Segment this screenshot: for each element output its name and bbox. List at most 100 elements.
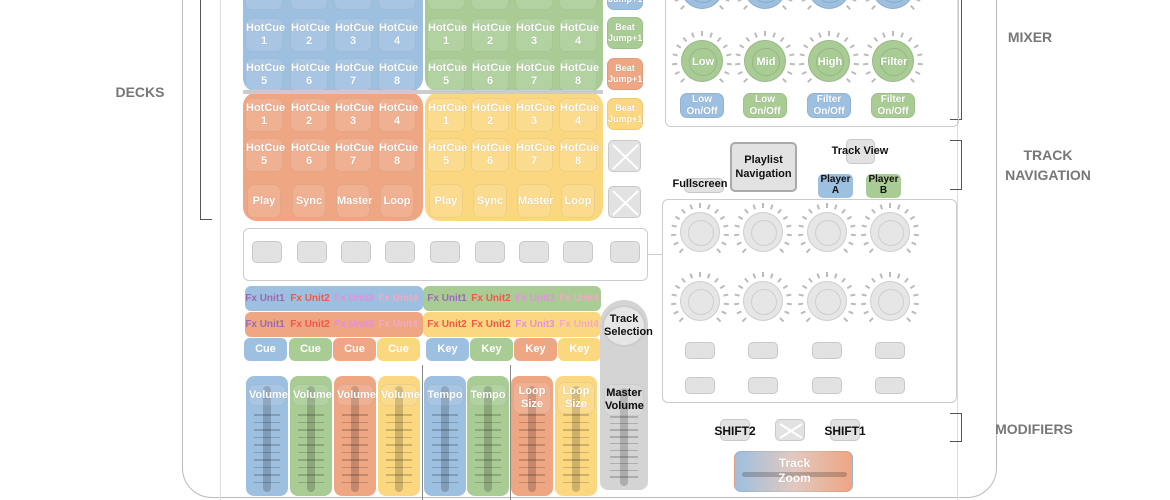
unmapped-button[interactable] bbox=[297, 241, 327, 263]
high-knob[interactable]: High bbox=[808, 40, 850, 82]
hotcue-pad[interactable] bbox=[515, 0, 553, 10]
fx-unit-button[interactable]: Fx Unit3 bbox=[513, 288, 557, 309]
unmapped-button[interactable] bbox=[748, 377, 778, 394]
volume-fader[interactable]: Volume bbox=[290, 376, 332, 496]
hotcue-pad[interactable] bbox=[471, 0, 509, 10]
unmapped-button[interactable] bbox=[563, 241, 593, 263]
unmapped-knob[interactable] bbox=[807, 212, 847, 252]
fx-unit-button[interactable]: Fx Unit2 bbox=[469, 314, 513, 335]
low-knob[interactable]: Low bbox=[681, 40, 723, 82]
fx-unit-button[interactable]: Fx Unit3 bbox=[513, 314, 557, 335]
cue-button[interactable]: Cue bbox=[289, 338, 332, 361]
transport-button-loop[interactable]: Loop bbox=[561, 184, 595, 218]
hotcue-pad[interactable] bbox=[334, 0, 372, 10]
unmapped-button[interactable] bbox=[252, 241, 282, 263]
unmapped-button[interactable] bbox=[385, 241, 415, 263]
shift1-button[interactable] bbox=[830, 419, 860, 441]
transport-button-loop[interactable]: Loop bbox=[380, 184, 414, 218]
fx-unit-button[interactable]: Fx Unit1 bbox=[243, 288, 287, 309]
unmapped-button[interactable] bbox=[748, 342, 778, 359]
unmapped-knob[interactable] bbox=[743, 281, 783, 321]
unmapped-button[interactable] bbox=[685, 342, 715, 359]
transport-button-sync[interactable]: Sync bbox=[292, 184, 326, 218]
cue-button[interactable]: Cue bbox=[377, 338, 420, 361]
unmapped-button[interactable] bbox=[608, 140, 641, 172]
fx-unit-button[interactable]: Fx Unit2 bbox=[288, 314, 332, 335]
volume-fader[interactable]: Volume bbox=[378, 376, 420, 496]
transport-button-play[interactable]: Play bbox=[247, 184, 281, 218]
fullscreen-button[interactable] bbox=[684, 178, 724, 193]
key-button[interactable]: Key bbox=[558, 338, 601, 361]
unmapped-button[interactable] bbox=[519, 241, 549, 263]
unmapped-button[interactable] bbox=[341, 241, 371, 263]
hotcue-pad[interactable] bbox=[245, 0, 283, 10]
volume-fader[interactable]: Volume bbox=[334, 376, 376, 496]
key-button[interactable]: Key bbox=[426, 338, 469, 361]
unmapped-button[interactable] bbox=[608, 186, 641, 218]
fx-unit-button[interactable]: Fx Unit3 bbox=[332, 314, 376, 335]
unmapped-button[interactable] bbox=[812, 377, 842, 394]
unmapped-knob[interactable] bbox=[743, 212, 783, 252]
fx-unit-button[interactable]: Fx Unit1 bbox=[425, 288, 469, 309]
hotcue-pad[interactable] bbox=[290, 0, 328, 10]
tempo-fader[interactable]: Tempo bbox=[424, 376, 466, 496]
transport-button-play[interactable]: Play bbox=[429, 184, 463, 218]
fx-unit-button[interactable]: Fx Unit3 bbox=[332, 288, 376, 309]
cue-button[interactable]: Cue bbox=[333, 338, 376, 361]
fx-unit-button[interactable]: Fx Unit4 bbox=[557, 288, 601, 309]
cue-button[interactable]: Cue bbox=[244, 338, 287, 361]
unmapped-knob[interactable] bbox=[680, 212, 720, 252]
fx-unit-button[interactable]: Fx Unit1 bbox=[243, 314, 287, 335]
transport-button-sync[interactable]: Sync bbox=[473, 184, 507, 218]
hotcue-pad[interactable] bbox=[427, 0, 465, 10]
transport-button-master[interactable]: Master bbox=[336, 184, 372, 218]
unmapped-button[interactable] bbox=[430, 241, 460, 263]
tempo-fader[interactable]: Tempo bbox=[467, 376, 509, 496]
key-button[interactable]: Key bbox=[470, 338, 513, 361]
fx-unit-button[interactable]: Fx Unit4 bbox=[557, 314, 601, 335]
track-view-button[interactable] bbox=[846, 139, 875, 164]
unmapped-knob[interactable] bbox=[680, 281, 720, 321]
